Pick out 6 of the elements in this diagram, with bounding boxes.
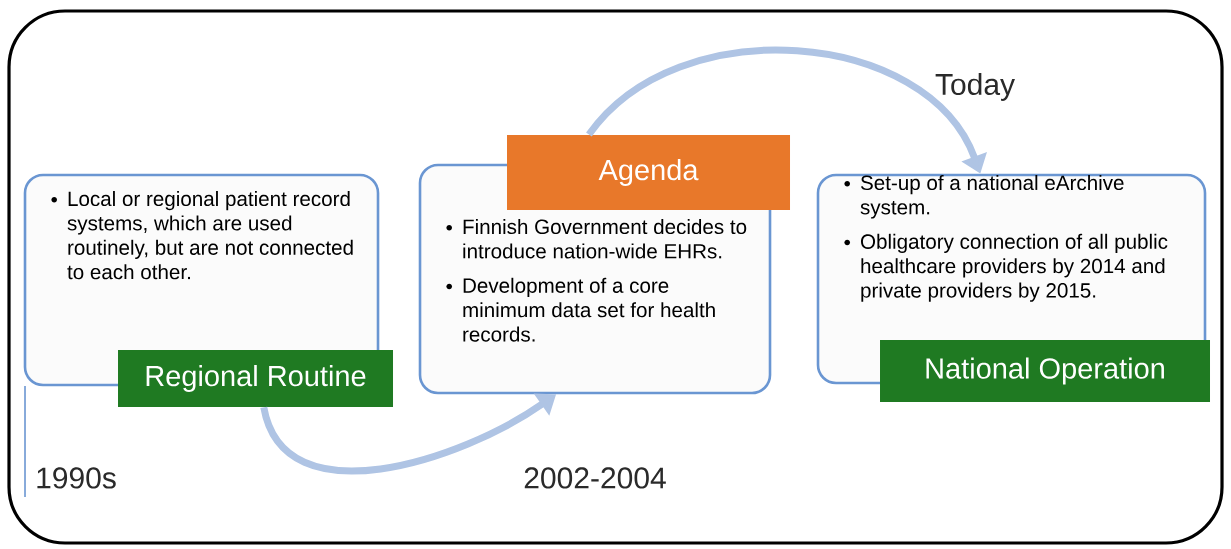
period-label: 2002-2004	[524, 467, 666, 489]
label-tab: National Operation	[880, 340, 1210, 402]
label-tab: Regional Routine	[118, 350, 393, 407]
period-label: 1990s	[37, 467, 116, 489]
period-label: Today	[935, 73, 1015, 101]
label-tab: Agenda	[507, 135, 790, 210]
